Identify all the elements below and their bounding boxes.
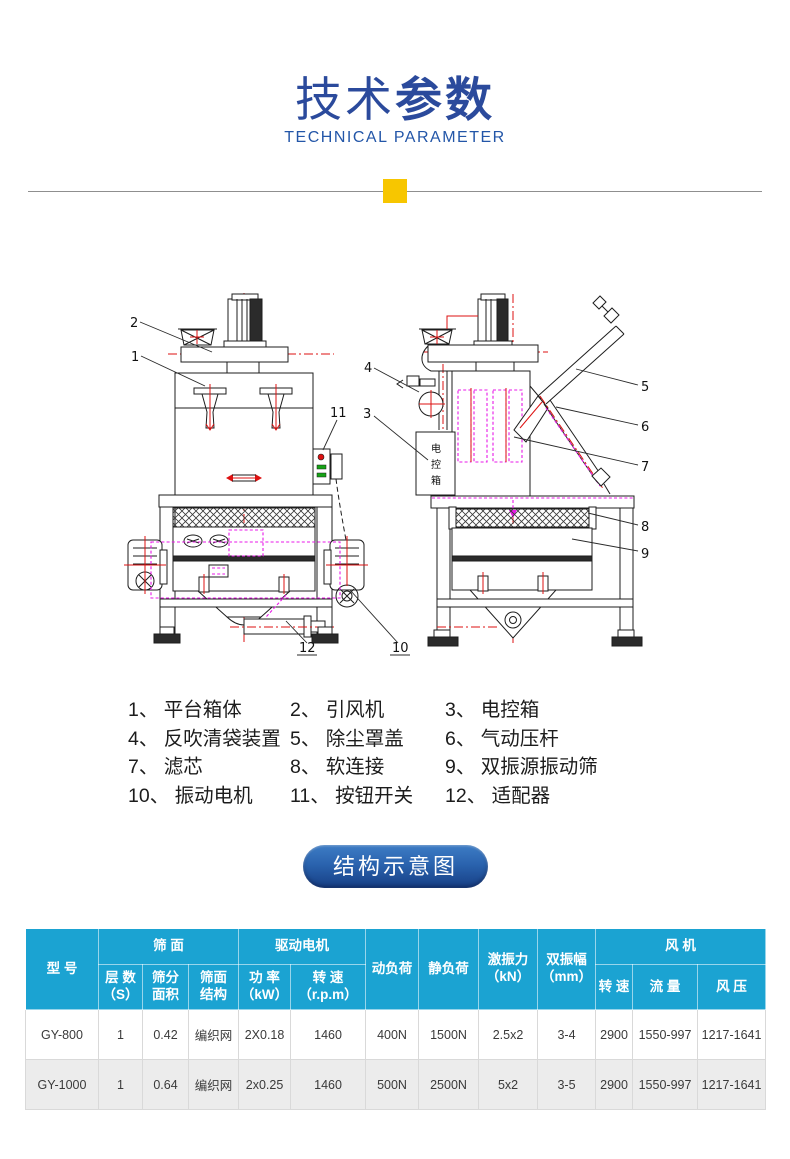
callout-5: 5 — [641, 380, 649, 395]
col-amplitude: 双振幅 （mm） — [537, 928, 597, 1010]
legend-item-11: 11、 按钮开关 — [290, 784, 414, 807]
cell: 1217-1641 — [697, 1009, 767, 1060]
vibration-motor-left — [124, 536, 168, 594]
bag-clamp-left — [193, 384, 227, 431]
cell: 1460 — [290, 1059, 367, 1110]
callout-2: 2 — [130, 316, 138, 331]
divider-accent-square — [383, 179, 407, 203]
parts-legend: 1、 平台箱体 2、 引风机 3、 电控箱 4、 反吹清袋装置 5、 除尘罩盖 … — [128, 697, 688, 810]
cell: 1550-997 — [632, 1009, 699, 1060]
cell: 2500N — [418, 1059, 480, 1110]
diagram-callouts: 2 1 11 3 4 5 6 7 8 9 10 — [130, 316, 649, 656]
col-dynamic-load: 动负荷 — [365, 928, 420, 1010]
legend-item-4: 4、 反吹清袋装置 — [128, 727, 281, 750]
col-fan-speed: 转 速 — [595, 964, 634, 1010]
cell: 5x2 — [478, 1059, 539, 1110]
col-excitation-force: 激振力 （kN） — [478, 928, 539, 1010]
table-row: GY-1000 1 0.64 编织网 2x0.25 1460 500N 2500… — [25, 1059, 767, 1110]
cell: 2x0.25 — [238, 1059, 292, 1110]
callout-6: 6 — [641, 420, 649, 435]
right-machine: 电 控 箱 — [396, 293, 643, 647]
colgroup-screen: 筛 面 — [97, 928, 240, 965]
cell: 400N — [365, 1009, 420, 1060]
legend-item-12: 12、 适配器 — [445, 784, 551, 807]
cell: 2.5x2 — [478, 1009, 539, 1060]
structure-diagram-button[interactable]: 结构示意图 — [303, 845, 488, 888]
legend-item-3: 3、 电控箱 — [445, 699, 540, 721]
colgroup-motor: 驱动电机 — [238, 928, 367, 965]
page-subtitle: TECHNICAL PARAMETER — [284, 128, 506, 146]
bag-clamp-right — [259, 384, 293, 431]
cell: 2X0.18 — [238, 1009, 292, 1060]
col-layers: 层 数 （S） — [98, 964, 143, 1010]
callout-7: 7 — [641, 460, 649, 475]
col-power: 功 率 （kW） — [238, 964, 292, 1010]
callout-4: 4 — [364, 361, 372, 376]
col-screen-structure: 筛面 结构 — [187, 964, 240, 1010]
legend-item-1: 1、 平台箱体 — [128, 699, 242, 721]
control-box: 电 控 箱 — [415, 431, 456, 496]
spec-table: 型 号 筛 面 驱动电机 动负荷 静负荷 激振力 （kN） 双振幅 （mm） 风… — [25, 928, 767, 1110]
cell: 3-4 — [537, 1009, 597, 1060]
col-static-load: 静负荷 — [418, 928, 480, 1010]
blowback-device — [396, 371, 448, 430]
callout-11: 11 — [330, 406, 347, 421]
legend-item-6: 6、 气动压杆 — [445, 727, 559, 750]
cell: 1 — [98, 1009, 143, 1060]
vibration-motor-right — [323, 536, 368, 608]
legend-item-5: 5、 除尘罩盖 — [290, 727, 404, 750]
cell: 2900 — [595, 1009, 634, 1060]
cell: 编织网 — [187, 1059, 240, 1110]
cell: GY-1000 — [25, 1059, 99, 1110]
page-title-bold: 参数 — [395, 73, 495, 126]
table-row: GY-800 1 0.42 编织网 2X0.18 1460 400N 1500N… — [25, 1009, 767, 1060]
cell: 500N — [365, 1059, 420, 1110]
callout-1: 1 — [131, 350, 139, 365]
col-screen-area: 筛分 面积 — [142, 964, 189, 1010]
col-fan-pressure: 风 压 — [697, 964, 767, 1010]
cell: 2900 — [595, 1059, 634, 1110]
callout-9: 9 — [641, 547, 649, 562]
control-box-char-3: 箱 — [431, 474, 441, 487]
colgroup-fan: 风 机 — [595, 928, 767, 965]
control-box-char-1: 电 — [431, 442, 441, 455]
cell: 1 — [98, 1059, 143, 1110]
callout-10: 10 — [392, 641, 409, 656]
cell: 编织网 — [187, 1009, 240, 1060]
cell: 0.42 — [142, 1009, 189, 1060]
page-header: 技术参数 TECHNICAL PARAMETER — [0, 74, 790, 147]
cell: 3-5 — [537, 1059, 597, 1110]
callout-3: 3 — [363, 407, 371, 422]
callout-8: 8 — [641, 520, 649, 535]
cell: 1550-997 — [632, 1059, 699, 1110]
col-model: 型 号 — [25, 928, 99, 1010]
machine-diagram-svg: 电 控 箱 — [124, 293, 649, 656]
page-title: 技术参数 — [0, 74, 790, 126]
machine-diagram: 电 控 箱 — [108, 285, 686, 673]
cell: 1500N — [418, 1009, 480, 1060]
cell: 1217-1641 — [697, 1059, 767, 1110]
callout-12: 12 — [299, 641, 316, 656]
left-machine — [124, 293, 368, 645]
cell: GY-800 — [25, 1009, 99, 1060]
col-speed: 转 速 （r.p.m） — [290, 964, 367, 1010]
legend-item-7: 7、 滤芯 — [128, 756, 203, 778]
cell: 0.64 — [142, 1059, 189, 1110]
legend-item-9: 9、 双振源振动筛 — [445, 756, 598, 778]
page-title-light: 技术 — [295, 73, 395, 126]
cell: 1460 — [290, 1009, 367, 1060]
legend-item-10: 10、 振动电机 — [128, 784, 253, 807]
col-fan-flow: 流 量 — [632, 964, 699, 1010]
legend-item-8: 8、 软连接 — [290, 756, 385, 778]
control-box-char-2: 控 — [431, 458, 441, 471]
legend-item-2: 2、 引风机 — [290, 699, 385, 721]
